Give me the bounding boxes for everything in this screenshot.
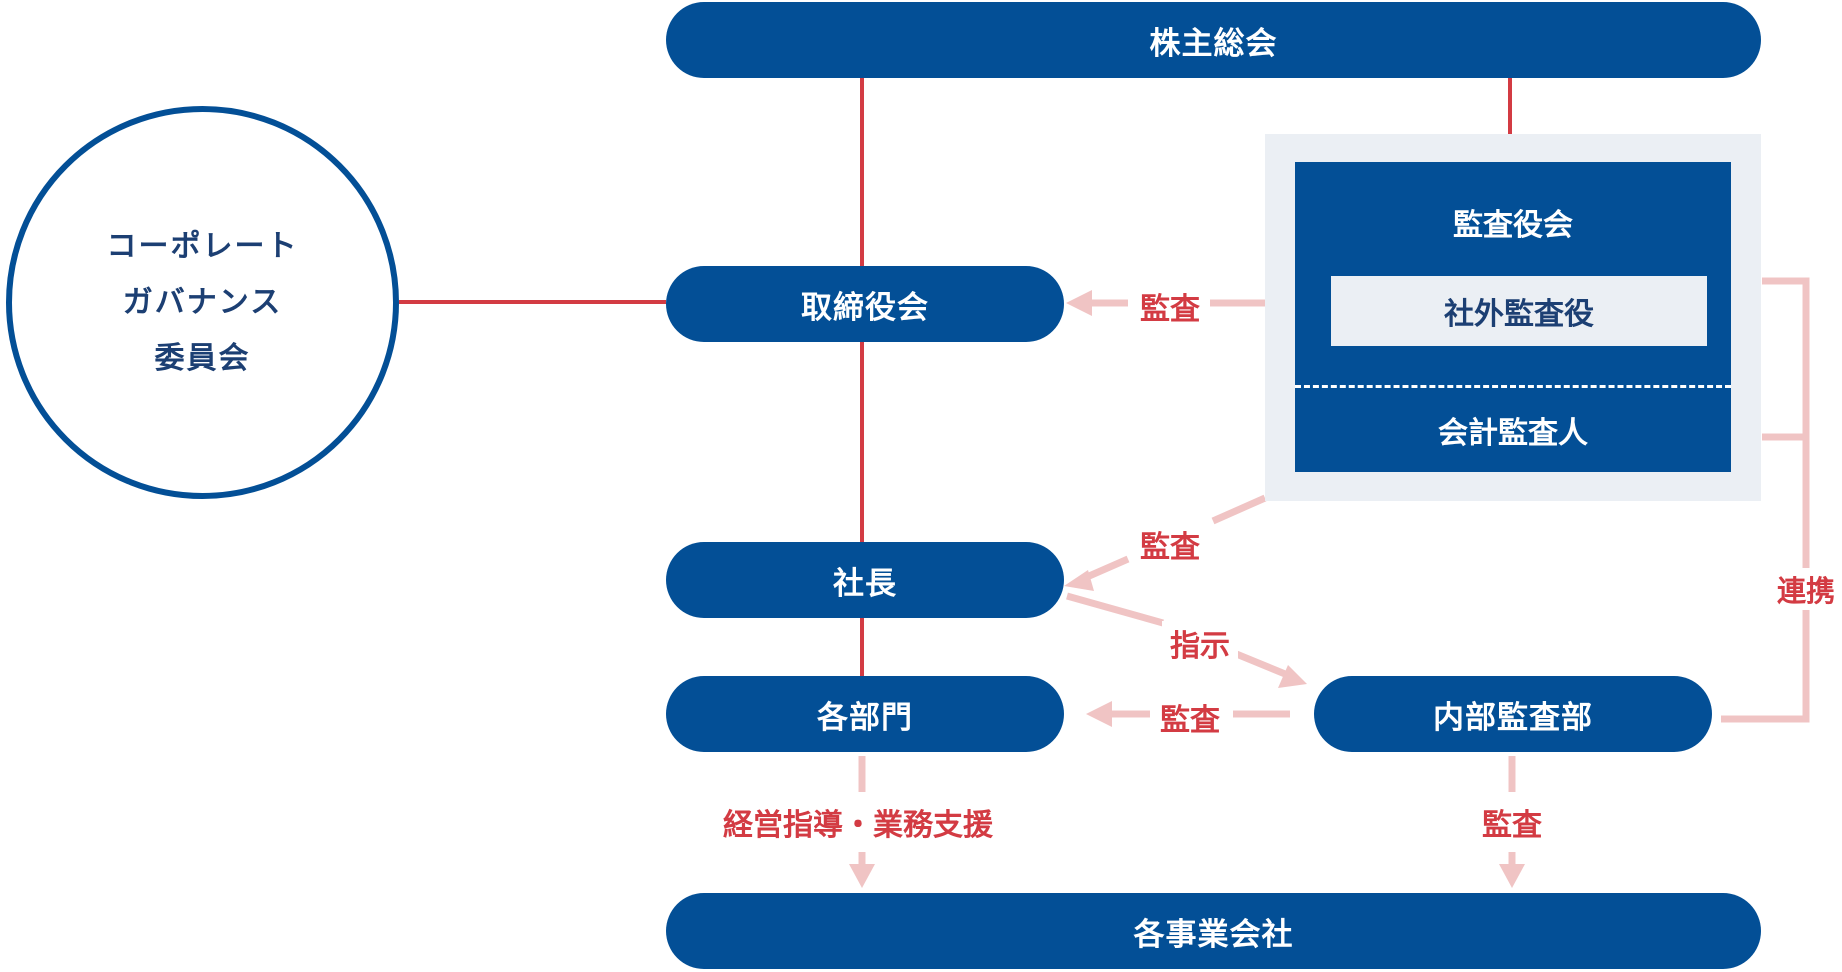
governance-committee-node: コーポレート ガバナンス 委員会	[6, 106, 399, 499]
board-label: 取締役会	[801, 289, 929, 326]
governance-committee-line-1: コーポレート	[106, 228, 299, 264]
outside-auditor-node: 社外監査役	[1331, 276, 1707, 346]
label-coordination: 連携	[1772, 568, 1840, 610]
outside-auditor-label: 社外監査役	[1444, 297, 1594, 332]
arrowhead-companies-right	[1499, 864, 1525, 888]
arrowhead-board	[1066, 290, 1092, 316]
label-management-support: 経営指導・業務支援	[708, 800, 1008, 844]
label-instruction: 指示	[1162, 621, 1238, 665]
bracket-coordination	[1721, 277, 1810, 723]
arrow-president-internal	[1066, 592, 1164, 627]
arrow-audit-president	[1211, 494, 1267, 525]
label-audit-departments: 監査	[1152, 695, 1228, 739]
arrowhead-president	[1064, 570, 1094, 591]
audit-board-label: 監査役会	[1453, 208, 1573, 243]
departments-label: 各部門	[817, 699, 913, 736]
arrowhead-internal	[1278, 665, 1307, 688]
audit-divider	[1295, 385, 1731, 388]
label-audit-board: 監査	[1132, 284, 1208, 328]
president-label: 社長	[833, 565, 897, 602]
accounting-auditor-label: 会計監査人	[1438, 416, 1588, 451]
departments-node: 各部門	[666, 676, 1064, 752]
group-companies-label: 各事業会社	[1133, 916, 1294, 953]
arrowhead-companies-left	[849, 864, 875, 888]
group-companies-node: 各事業会社	[666, 893, 1761, 969]
audit-board-node: 監査役会 社外監査役 会計監査人	[1295, 162, 1731, 472]
shareholders-meeting-label: 株主総会	[1149, 25, 1278, 62]
governance-committee-line-2: ガバナンス	[122, 284, 283, 320]
label-audit-companies: 監査	[1474, 800, 1550, 844]
board-node: 取締役会	[666, 266, 1064, 342]
label-audit-president: 監査	[1132, 522, 1208, 566]
governance-committee-line-3: 委員会	[154, 340, 251, 376]
arrowhead-departments	[1086, 701, 1112, 727]
internal-audit-node: 内部監査部	[1314, 676, 1712, 752]
president-node: 社長	[666, 542, 1064, 618]
shareholders-meeting-node: 株主総会	[666, 2, 1761, 78]
internal-audit-label: 内部監査部	[1433, 699, 1593, 736]
